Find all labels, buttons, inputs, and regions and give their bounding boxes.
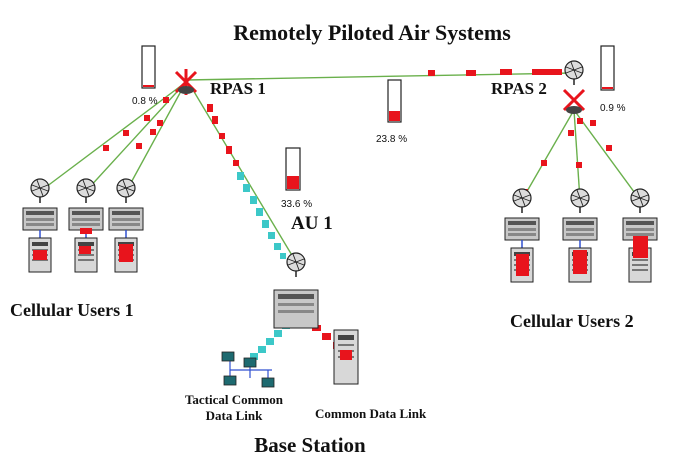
rpas1-node[interactable]: RPAS 1 — [174, 69, 266, 98]
tactical-link-label-line1: Tactical Common — [185, 392, 284, 407]
tactical-link-label-line2: Data Link — [206, 408, 263, 423]
cellular-users-2-label: Cellular Users 2 — [510, 311, 634, 331]
workstation-icon — [223, 375, 237, 386]
satellite-dish-icon — [30, 178, 50, 204]
satellite-dish-icon — [76, 178, 96, 204]
link-rpas2-cell2a — [521, 109, 575, 201]
rpas2-node[interactable]: RPAS 2 — [491, 60, 586, 114]
common-data-link-label: Common Data Link — [315, 406, 427, 421]
satellite-dish-icon — [564, 60, 584, 86]
link-rpas1-cell1c — [126, 81, 187, 191]
rpas1-label: RPAS 1 — [210, 79, 266, 98]
satellite-dish-icon — [116, 178, 136, 204]
router-icon — [273, 289, 319, 329]
au1-label: AU 1 — [291, 213, 333, 234]
au1-utilization: 33.6 % — [281, 199, 312, 210]
satellite-dish-icon — [630, 188, 650, 214]
cellular-users-2[interactable] — [504, 188, 658, 283]
workstation-icon — [261, 377, 275, 388]
inter-link-utilization: 23.8 % — [376, 134, 407, 145]
rpas1-utilization-meter: 0.8 % — [132, 45, 158, 107]
link-rpas1-cell1b — [86, 81, 187, 191]
server-icon — [68, 207, 104, 273]
inter-link-utilization-meter: 23.8 % — [376, 79, 407, 145]
satellite-dish-icon — [570, 188, 590, 214]
aircraft-icon — [562, 88, 586, 114]
link-rpas2-cell2c — [573, 109, 641, 201]
cellular-users-1[interactable] — [22, 178, 144, 273]
au1-utilization-meter: 33.6 % — [281, 147, 312, 210]
rpas2-utilization: 0.9 % — [600, 103, 626, 114]
tactical-data-link-network[interactable] — [221, 351, 275, 388]
server-icon — [108, 207, 144, 273]
base-station[interactable] — [273, 252, 319, 329]
common-data-link-server[interactable] — [333, 329, 359, 385]
rpas2-utilization-meter: 0.9 % — [600, 45, 626, 114]
diagram-title: Remotely Piloted Air Systems — [233, 20, 511, 45]
rpas2-label: RPAS 2 — [491, 79, 547, 98]
link-rpas2-cell2b — [573, 109, 581, 201]
workstation-icon — [221, 351, 235, 362]
cellular-users-1-label: Cellular Users 1 — [10, 300, 134, 320]
link-rpas1-cell1a — [41, 81, 187, 191]
rpas1-utilization: 0.8 % — [132, 96, 158, 107]
server-icon — [22, 207, 58, 273]
workstation-icon — [243, 357, 257, 368]
base-station-label: Base Station — [254, 433, 366, 457]
aircraft-icon — [174, 69, 198, 95]
satellite-dish-icon — [286, 252, 306, 278]
satellite-dish-icon — [512, 188, 532, 214]
